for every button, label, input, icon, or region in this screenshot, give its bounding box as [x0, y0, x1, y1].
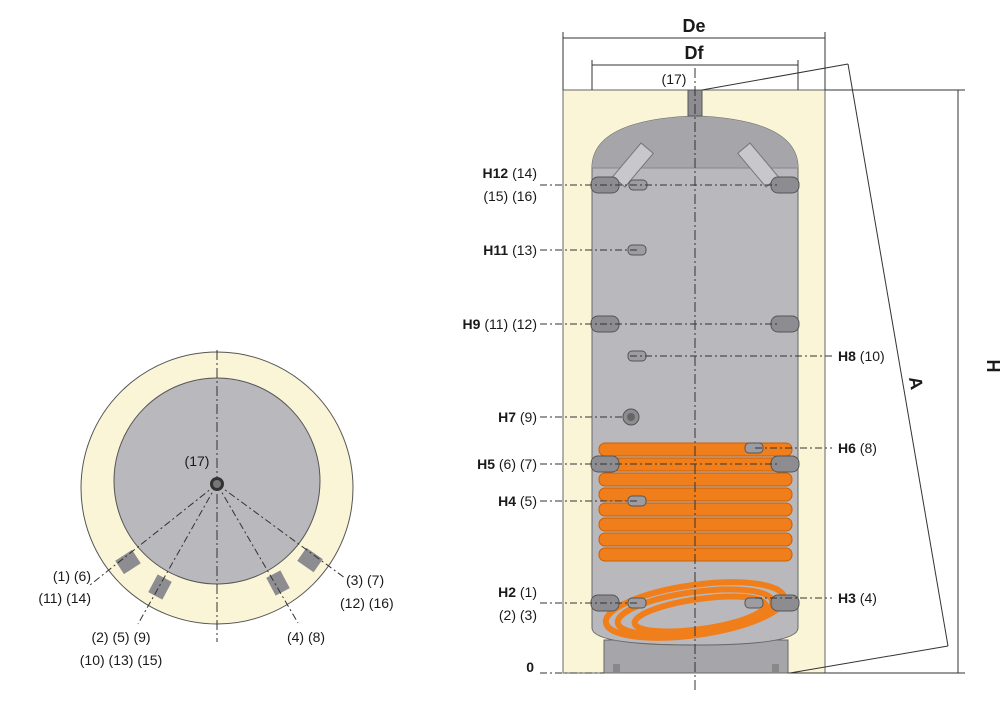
- label-h5: H5 (6) (7): [477, 456, 537, 472]
- label-h11: H11 (13): [483, 242, 537, 258]
- label-h7: H7 (9): [498, 409, 537, 425]
- label-h12: H12 (14): [483, 165, 537, 181]
- top-view-stub-right: [297, 547, 323, 573]
- dimension-a-line: [847, 63, 949, 647]
- top-view-label-left-top-2: (11) (14): [38, 590, 91, 606]
- dimension-df-label: Df: [685, 43, 705, 63]
- top-view-stub-left: [115, 549, 141, 575]
- label-h4: H4 (5): [498, 493, 537, 509]
- dimension-de-label: De: [682, 16, 705, 36]
- side-view-left-leaders: [540, 184, 780, 674]
- label-h2-extra: (2) (3): [499, 607, 537, 623]
- side-view-right-leaders: [630, 355, 832, 599]
- top-view-ray-4: [216, 483, 346, 579]
- dimension-a-label: A: [905, 375, 927, 391]
- label-h8: H8 (10): [838, 348, 885, 364]
- top-view-label-left-top-1: (1) (6): [53, 568, 91, 584]
- side-view-top-label: (17): [662, 71, 687, 87]
- top-view: (17) (1) (6) (11) (14) (2) (5) (9) (10) …: [38, 350, 394, 668]
- top-view-stub-bottom-right: [266, 570, 290, 596]
- top-view-label-bottom-right: (4) (8): [287, 629, 325, 645]
- label-h12-extra: (15) (16): [483, 188, 537, 204]
- side-view-base: [603, 639, 789, 674]
- top-view-ray-1: [89, 483, 218, 586]
- top-view-label-right-2: (12) (16): [340, 595, 394, 611]
- label-ground-zero: 0: [526, 659, 534, 675]
- label-h9: H9 (11) (12): [463, 316, 537, 332]
- label-h6: H6 (8): [838, 440, 877, 456]
- label-h3: H3 (4): [838, 590, 877, 606]
- label-h2: H2 (1): [498, 584, 537, 600]
- top-view-ray-2: [137, 483, 218, 625]
- side-view: De Df (17) H A H12 (14) (15) (16) H11 (1…: [463, 16, 1000, 690]
- top-view-label-bottom-left-1: (2) (5) (9): [91, 629, 150, 645]
- side-view-right-pipes: [770, 176, 800, 612]
- dimension-h-label: H: [983, 360, 1000, 373]
- top-view-label-bottom-left-2: (10) (13) (15): [80, 652, 162, 668]
- top-view-stub-bottom-left: [148, 574, 172, 600]
- top-view-center-label: (17): [185, 453, 210, 469]
- top-view-label-right-1: (3) (7): [346, 572, 384, 588]
- top-view-ray-3: [216, 483, 299, 624]
